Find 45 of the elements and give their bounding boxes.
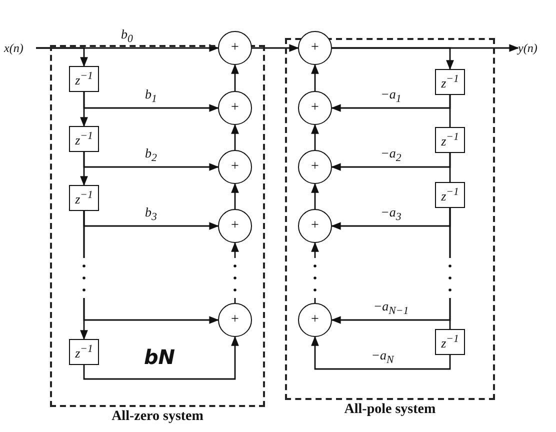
coefficient-label: −a$_{3}$ xyxy=(380,206,402,223)
signal-arrow xyxy=(252,44,299,52)
signal-arrow xyxy=(80,92,88,127)
system-title: All-pole system xyxy=(343,402,437,418)
coefficient-label: −a$_{N−1}$ xyxy=(373,300,409,317)
signal-arrow xyxy=(231,64,239,91)
signal-label: x(n) xyxy=(4,40,24,56)
adder-circle: + xyxy=(218,91,252,125)
delay-block: z$^{−1}$ xyxy=(69,66,99,92)
delay-block: z$^{−1}$ xyxy=(435,69,465,95)
delay-block: z$^{−1}$ xyxy=(435,182,465,208)
delay-block: z$^{−1}$ xyxy=(69,126,99,152)
system-title: All-zero system xyxy=(110,409,204,425)
signal-label: y(n) xyxy=(518,40,538,56)
signal-arrow xyxy=(36,47,88,67)
adder-circle: + xyxy=(218,31,252,65)
coefficient-label: −a$_{N}$ xyxy=(371,348,394,366)
signal-arrow xyxy=(80,152,88,186)
signal-arrow xyxy=(311,183,319,209)
adder-circle: + xyxy=(298,303,332,337)
coefficient-label: b$_{3}$ xyxy=(145,206,157,223)
coefficient-label: b$_{2}$ xyxy=(145,146,157,164)
delay-block: z$^{−1}$ xyxy=(69,339,99,365)
coefficient-label: b$_{0}$ xyxy=(121,28,133,45)
adder-circle: + xyxy=(218,303,252,337)
adder-circle: + xyxy=(218,209,252,243)
coefficient-label: bN xyxy=(144,347,176,367)
coefficient-label: b$_{1}$ xyxy=(145,88,157,105)
coefficient-label: −a$_{2}$ xyxy=(380,146,402,164)
signal-arrow xyxy=(311,336,451,370)
signal-arrow xyxy=(311,124,319,150)
adder-circle: + xyxy=(218,150,252,184)
adder-circle: + xyxy=(298,209,332,243)
delay-block: z$^{−1}$ xyxy=(69,185,99,211)
signal-arrow xyxy=(311,64,319,91)
adder-circle: + xyxy=(298,150,332,184)
adder-circle: + xyxy=(298,91,332,125)
signal-arrow xyxy=(231,183,239,209)
signal-arrow xyxy=(231,124,239,150)
signal-arrow xyxy=(83,336,239,380)
signal-arrow xyxy=(332,47,454,70)
adder-circle: + xyxy=(298,31,332,65)
delay-block: z$^{−1}$ xyxy=(435,127,465,153)
coefficient-label: −a$_{1}$ xyxy=(380,88,402,105)
delay-block: z$^{−1}$ xyxy=(435,329,465,355)
